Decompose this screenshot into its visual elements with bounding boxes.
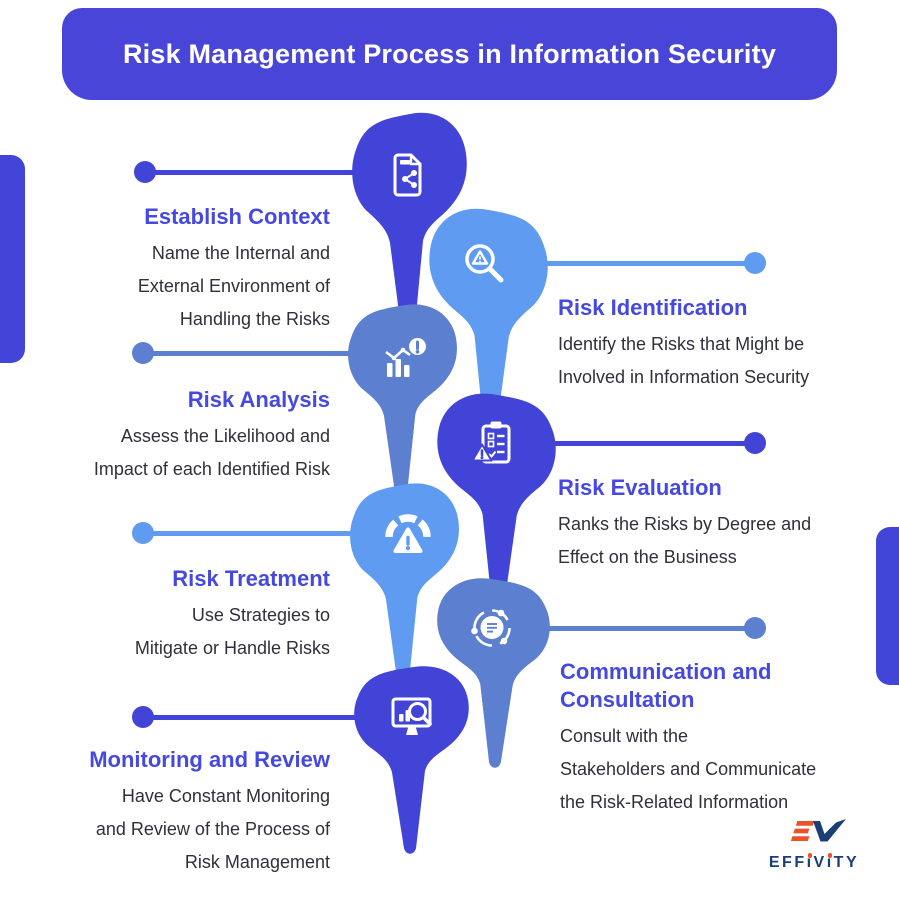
step-body-line: External Environment of bbox=[137, 276, 330, 296]
step-title: Risk Analysis bbox=[187, 387, 330, 412]
chart-warning-icon bbox=[385, 338, 426, 377]
logo-text-segment: V bbox=[813, 854, 827, 871]
blob-establish-context bbox=[352, 112, 467, 343]
step-body-line: the Risk-Related Information bbox=[560, 792, 789, 812]
step-risk-treatment: Risk Treatment Use Strategies to Mitigat… bbox=[30, 565, 330, 665]
step-body-line: Use Strategies to bbox=[191, 605, 330, 625]
connector-line-1 bbox=[145, 170, 400, 175]
blob-risk-identification bbox=[429, 208, 548, 437]
step-communication-consultation: Communication and Consultation Consult w… bbox=[560, 658, 860, 819]
step-title: Monitoring and Review bbox=[89, 747, 330, 772]
step-body-line: Have Constant Monitoring bbox=[121, 786, 330, 806]
step-title: Risk Evaluation bbox=[558, 475, 722, 500]
step-body-line: Involved in Information Security bbox=[558, 367, 810, 387]
step-monitoring-review: Monitoring and Review Have Constant Moni… bbox=[30, 746, 330, 879]
step-establish-context: Establish Context Name the Internal and … bbox=[30, 203, 330, 336]
gauge-warning-icon bbox=[385, 514, 431, 553]
step-title: Risk Identification bbox=[558, 295, 748, 320]
logo-text-segment-i: ı bbox=[826, 853, 834, 871]
step-title: Communication and Consultation bbox=[560, 659, 772, 712]
step-body-line: Stakeholders and Communicate bbox=[560, 759, 817, 779]
connector-dot-5 bbox=[132, 522, 154, 544]
step-risk-analysis: Risk Analysis Assess the Likelihood and … bbox=[30, 386, 330, 486]
step-body-line: Impact of each Identified Risk bbox=[93, 459, 330, 479]
effivity-logo-text: EFFıVıTY bbox=[752, 853, 876, 872]
step-risk-identification: Risk Identification Identify the Risks t… bbox=[558, 294, 858, 394]
connector-line-2 bbox=[495, 261, 755, 266]
step-body-line: and Review of the Process of bbox=[95, 819, 330, 839]
blob-monitoring bbox=[354, 666, 469, 854]
step-body-line: Consult with the bbox=[560, 726, 689, 746]
step-body-line: Name the Internal and bbox=[151, 243, 330, 263]
communication-icon bbox=[471, 609, 511, 647]
logo-text-segment: TY bbox=[833, 854, 860, 871]
step-risk-evaluation: Risk Evaluation Ranks the Risks by Degre… bbox=[558, 474, 858, 574]
effivity-logo: EFFıVıTY bbox=[752, 818, 876, 872]
title-banner: Risk Management Process in Information S… bbox=[62, 8, 837, 100]
left-edge-tab bbox=[0, 155, 25, 363]
step-body-line: Assess the Likelihood and bbox=[120, 426, 330, 446]
blob-risk-evaluation bbox=[437, 393, 556, 611]
step-body-line: Handling the Risks bbox=[179, 309, 330, 329]
connector-dot-3 bbox=[132, 342, 154, 364]
connector-dot-2 bbox=[744, 252, 766, 274]
connector-line-5 bbox=[143, 531, 410, 536]
connector-dot-6 bbox=[744, 617, 766, 639]
step-title: Risk Treatment bbox=[172, 566, 330, 591]
logo-text-segment: EFF bbox=[768, 854, 807, 871]
step-body-line: Effect on the Business bbox=[558, 547, 737, 567]
step-body-line: Identify the Risks that Might be bbox=[558, 334, 805, 354]
connector-line-7 bbox=[143, 715, 415, 720]
connector-dot-4 bbox=[744, 432, 766, 454]
step-body-line: Ranks the Risks by Degree and bbox=[558, 514, 812, 534]
step-title: Establish Context bbox=[144, 204, 330, 229]
monitor-review-icon bbox=[391, 697, 432, 735]
connector-line-4 bbox=[500, 441, 755, 446]
magnifier-warning-icon bbox=[465, 244, 504, 283]
connector-dot-1 bbox=[134, 161, 156, 183]
document-share-icon bbox=[393, 153, 422, 197]
logo-text-segment-i: ı bbox=[806, 853, 814, 871]
right-edge-tab bbox=[876, 527, 899, 685]
effivity-logo-mark bbox=[790, 819, 846, 842]
blob-risk-treatment bbox=[350, 483, 459, 689]
step-body-line: Mitigate or Handle Risks bbox=[134, 638, 330, 658]
connector-line-6 bbox=[500, 626, 755, 631]
step-body-line: Risk Management bbox=[184, 852, 330, 872]
connector-dot-7 bbox=[132, 706, 154, 728]
connector-line-3 bbox=[143, 351, 410, 356]
blob-risk-analysis bbox=[348, 304, 457, 502]
blob-communication bbox=[437, 578, 550, 768]
clipboard-checklist-warning-icon bbox=[471, 421, 511, 464]
page-title: Risk Management Process in Information S… bbox=[122, 38, 777, 69]
